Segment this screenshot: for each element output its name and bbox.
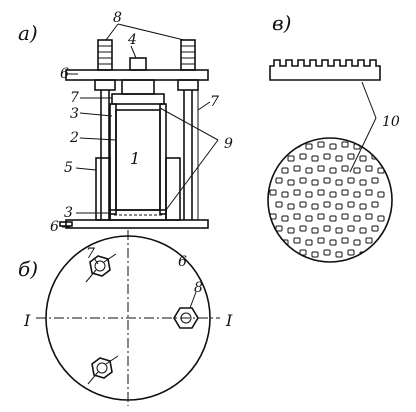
panel-label-b: б) [18, 257, 38, 281]
label-4: 4 [127, 32, 137, 48]
leader-lines-a [62, 23, 219, 228]
label-3-bottom: 3 [64, 205, 73, 221]
label-10: 10 [382, 114, 400, 130]
label-9: 9 [224, 136, 233, 152]
panel-label-c: в) [272, 11, 291, 35]
hex-nut-bottom-left [87, 355, 119, 385]
hex-nut-right [173, 307, 199, 329]
bottom-porous-plate [109, 209, 167, 221]
porous-plate-detail: в) 10 [267, 11, 400, 263]
section-mark-right: I [225, 311, 233, 330]
label-5: 5 [64, 160, 73, 176]
perforation-pattern [269, 141, 385, 258]
base-plate [65, 219, 209, 229]
cylinder-wall-right [159, 103, 167, 215]
label-2: 2 [69, 130, 79, 146]
label-8-plan: 8 [194, 280, 203, 296]
hex-nut-top-left [85, 253, 117, 283]
label-6-top: 6 [60, 66, 69, 82]
serrated-profile [269, 59, 381, 81]
piston-head [121, 79, 155, 95]
top-plate [65, 69, 209, 81]
perforated-disc [267, 137, 393, 263]
label-6-plan: 6 [178, 254, 187, 270]
left-bolt [94, 39, 116, 220]
panel-label-a: a) [18, 21, 38, 45]
outer-sleeve-left [95, 157, 111, 221]
cylinder-wall-left [109, 103, 117, 215]
top-porous-plate [115, 103, 161, 111]
label-3: 3 [70, 106, 79, 122]
drain-pipe [59, 221, 73, 227]
label-7-left: 7 [70, 90, 79, 106]
section-mark-left: I [23, 311, 31, 330]
piston-stem [129, 57, 147, 71]
outer-sleeve-right [165, 157, 181, 221]
plan-view: б) 7 6 8 I I [18, 230, 233, 406]
assembly-section-view: a) 8 4 6 7 3 2 1 5 3 6 7 9 [18, 10, 233, 235]
top-cap [111, 93, 165, 105]
label-8-top: 8 [113, 10, 122, 26]
label-7-right: 7 [210, 94, 219, 110]
label-7-plan: 7 [86, 246, 95, 262]
right-bolt [177, 39, 199, 220]
label-1: 1 [130, 149, 140, 168]
label-6-base: 6 [50, 219, 59, 235]
